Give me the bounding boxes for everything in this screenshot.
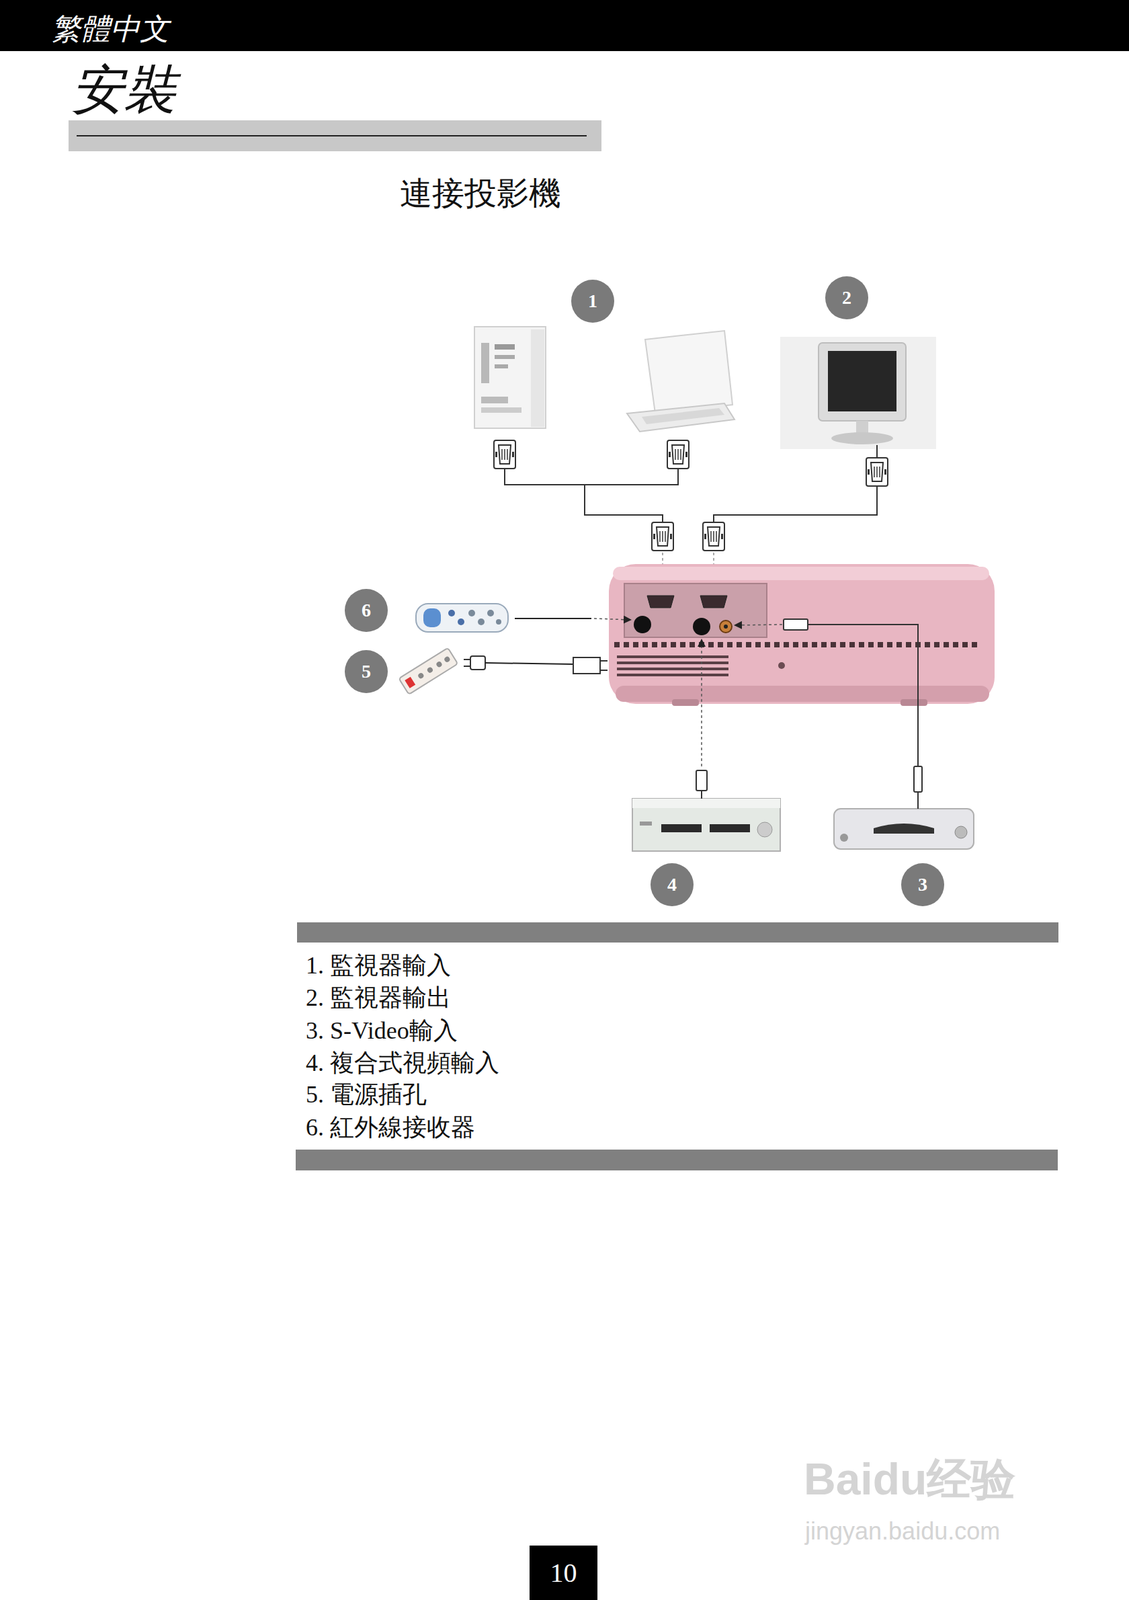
- monitor: [780, 336, 937, 449]
- heading-rule: [76, 135, 587, 137]
- list-bar: [297, 922, 1059, 943]
- vcr-player: [632, 639, 781, 851]
- dvd-player: [735, 618, 974, 849]
- callout-circle: 2: [825, 276, 869, 320]
- callout-number: 2: [842, 286, 852, 309]
- callout-number: 3: [917, 873, 928, 896]
- callout-number: 5: [361, 660, 371, 683]
- remote-control: [415, 603, 631, 632]
- list-bar: [295, 1149, 1058, 1170]
- page-heading: 安裝: [71, 57, 177, 123]
- laptop: [626, 330, 735, 432]
- projector: [608, 563, 995, 706]
- callout-circle: 5: [344, 649, 388, 693]
- callout-number: 4: [667, 873, 677, 896]
- callout-circle: 3: [901, 862, 945, 906]
- page-number-box: 10: [529, 1544, 598, 1600]
- callout-circle: 1: [571, 279, 615, 323]
- power-strip: [398, 647, 608, 695]
- legend-item: 1. 監視器輸入: [305, 948, 451, 982]
- watermark: Baidu经验: [803, 1450, 1016, 1507]
- callout-number: 6: [361, 599, 371, 621]
- legend-item: 3. S-Video輸入: [305, 1014, 458, 1047]
- legend-item: 5. 電源插孔: [305, 1077, 427, 1111]
- section-title: 連接投影機: [399, 172, 562, 216]
- callout-circle: 4: [650, 862, 694, 906]
- header-bar: [0, 0, 1129, 52]
- callout-number: 1: [588, 290, 598, 312]
- callout-circle: 6: [344, 588, 388, 632]
- heading-bar: [68, 120, 602, 152]
- watermark: jingyan.baidu.com: [805, 1516, 1000, 1546]
- legend-item: 6. 紅外線接收器: [305, 1110, 476, 1144]
- page-number: 10: [550, 1556, 578, 1588]
- language-label: 繁體中文: [51, 9, 170, 50]
- pc-tower: [474, 326, 546, 429]
- legend-item: 4. 複合式視頻輸入: [305, 1046, 500, 1079]
- legend-item: 2. 監視器輸出: [305, 981, 451, 1014]
- language-header-bar: 繁體中文: [0, 0, 1129, 52]
